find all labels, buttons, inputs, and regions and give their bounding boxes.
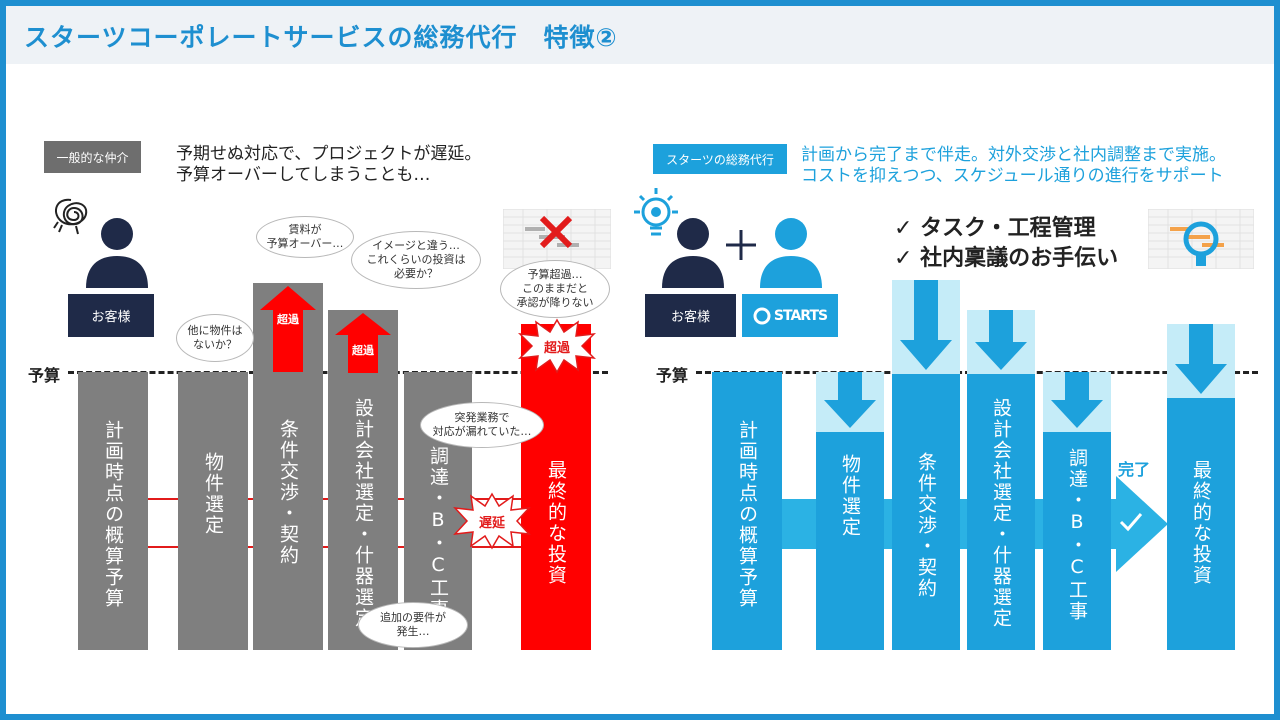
bar-procurement: 調達・B・C工事: [1043, 432, 1111, 650]
bar-label: 設計会社選定・什器選定: [352, 398, 374, 629]
bar-label: 設計会社選定・什器選定: [990, 398, 1012, 629]
budget-label-right: 予算: [656, 366, 689, 385]
bar-designer-selection: 設計会社選定・什器選定: [328, 310, 398, 650]
person-icon: [662, 218, 724, 288]
customer-label-right: お客様: [645, 294, 736, 337]
gantt-chart-icon: [1148, 209, 1254, 269]
left-description-2: 予算オーバーしてしまうことも…: [176, 165, 431, 185]
checklist-approval-support: ✓ 社内稟議のお手伝い: [894, 246, 1119, 271]
bar-label: 調達・B・C工事: [1066, 448, 1088, 622]
bar-final-investment: 最終的な投資: [521, 324, 591, 650]
customer-label-left: お客様: [68, 294, 154, 337]
bar-label: 最終的な投資: [545, 460, 567, 586]
starts-logo-text: STARTS: [773, 307, 828, 324]
plus-icon: [726, 230, 756, 260]
person-icon: [760, 218, 822, 288]
lightbulb-gear-icon: [634, 188, 678, 236]
starts-logo: STARTS: [742, 294, 838, 337]
budget-label-left: 予算: [28, 366, 61, 385]
over-label: 超過: [352, 344, 374, 357]
bar-plan-budget: 計画時点の概算予算: [78, 372, 148, 650]
bar-property-selection: 物件選定: [816, 432, 884, 650]
gantt-chart-icon: [503, 209, 611, 269]
complete-label: 完了: [1118, 460, 1151, 479]
bar-label: 条件交渉・契約: [277, 419, 299, 566]
bar-property-selection: 物件選定: [178, 372, 248, 650]
bar-plan-budget: 計画時点の概算予算: [712, 372, 782, 650]
over-label: 超過: [277, 313, 299, 326]
over-burst-icon: [518, 318, 596, 374]
bubble-budget-over: 予算超過… このままだと 承認が降りない: [500, 260, 610, 318]
down-arrow-icon: [975, 310, 1027, 370]
page-title: スターツコーポレートサービスの総務代行 特徴②: [24, 23, 618, 52]
down-arrow-icon: [824, 372, 876, 428]
bubble-image-diff: イメージと違う… これくらいの投資は 必要か？: [351, 231, 481, 289]
left-description-1: 予期せぬ対応で、プロジェクトが遅延。: [176, 144, 482, 164]
right-description-1: 計画から完了まで伴走。対外交渉と社内調整まで実施。: [801, 145, 1226, 165]
delay-burst-icon: [453, 492, 531, 550]
title-bar: スターツコーポレートサービスの総務代行 特徴②: [6, 6, 1274, 64]
over-burst-label: 超過: [543, 341, 570, 356]
bar-label: 条件交渉・契約: [915, 452, 937, 599]
bubble-sudden-work: 突発業務で 対応が漏れていた…: [420, 402, 544, 448]
tag-starts-outsourcing: スターツの総務代行: [653, 144, 787, 174]
right-description-2: コストを抑えつつ、スケジュール通りの進行をサポート: [801, 166, 1224, 186]
up-arrow-icon: [335, 313, 391, 373]
check-icon: [1119, 513, 1143, 532]
bar-label: 物件選定: [839, 454, 861, 538]
starts-logo-mark-icon: [753, 307, 771, 324]
bar-label: 計画時点の概算予算: [736, 420, 758, 609]
bar-label: 調達・B・C工事: [427, 446, 449, 620]
checklist-task-management: ✓ タスク・工程管理: [894, 216, 1096, 241]
bubble-additional-req: 追加の要件が 発生…: [358, 602, 468, 648]
bar-label: 最終的な投資: [1190, 460, 1212, 586]
cross-icon: [539, 215, 573, 249]
tag-general-broker: 一般的な仲介: [44, 141, 141, 173]
down-arrow-icon: [1051, 372, 1103, 428]
bar-negotiation: 条件交渉・契約: [892, 374, 960, 650]
up-arrow-icon: [260, 286, 316, 372]
down-arrow-icon: [900, 280, 952, 370]
tangled-thought-icon: [53, 198, 88, 235]
person-icon: [86, 218, 148, 288]
bubble-rent-over: 賃料が 予算オーバー…: [256, 216, 354, 258]
bar-final-investment: 最終的な投資: [1167, 398, 1235, 650]
bar-label: 物件選定: [202, 452, 224, 536]
bar-label: 計画時点の概算予算: [102, 420, 124, 609]
delay-burst-label: 遅延: [478, 516, 505, 531]
bar-designer-selection: 設計会社選定・什器選定: [967, 374, 1035, 650]
complete-arrow: [1116, 476, 1168, 572]
down-arrow-icon: [1175, 324, 1227, 394]
bubble-other-property: 他に物件は ないか？: [176, 314, 254, 362]
